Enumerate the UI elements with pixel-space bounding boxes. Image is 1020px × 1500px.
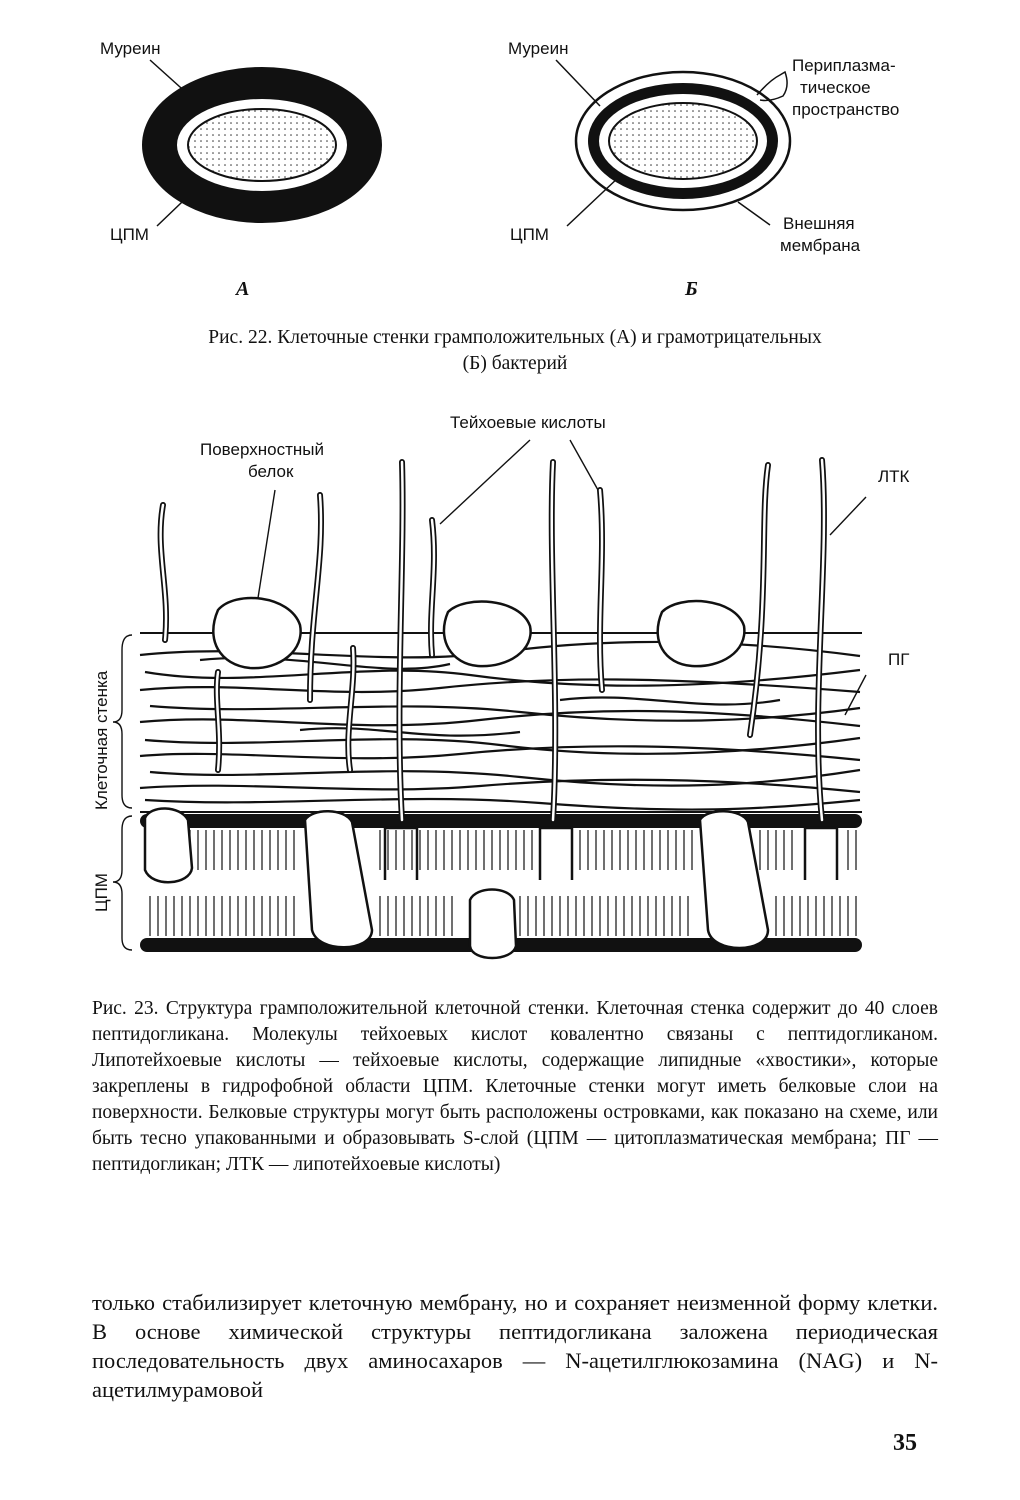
outer-membrane-label-1: Внешняя — [783, 214, 855, 233]
periplasm-label-2: тическое — [800, 78, 871, 97]
fig22-caption-line2: (Б) бактерий — [462, 353, 568, 374]
murein-leader-a — [149, 59, 201, 106]
cpm-label-a: ЦПМ — [110, 225, 149, 244]
fig23-caption: Рис. 23. Структура грамположительной кле… — [92, 998, 938, 1175]
murein-label-b: Муреин — [508, 39, 569, 58]
murein-label-a: Муреин — [100, 39, 161, 58]
page-number: 35 — [893, 1430, 917, 1456]
teichoic-chains-inner — [159, 458, 826, 822]
teichoic-acids-label: Тейхоевые кислоты — [450, 413, 606, 432]
gram-negative-cell — [555, 59, 792, 227]
outer-membrane-leader — [737, 201, 771, 226]
outer-membrane-label-2: мембрана — [780, 236, 861, 255]
cell-wall-label: Клеточная стенка — [92, 670, 111, 810]
membrane-proteins — [143, 807, 770, 960]
periplasm-label-3: пространство — [792, 100, 900, 119]
periplasm-label-1: Периплазма- — [792, 56, 896, 75]
murein-leader-b — [555, 59, 601, 107]
ltk-anchors — [383, 826, 839, 880]
fig22-caption-line1: Рис. 22. Клеточные стенки грамположитель… — [208, 327, 822, 348]
body-paragraph: только стабилизирует клеточную мембрану,… — [92, 1290, 938, 1402]
fig22-caption: Рис. 22. Клеточные стенки грамположитель… — [95, 325, 935, 377]
cell-wall-diagram — [112, 439, 867, 960]
figure-letter-b: Б — [685, 278, 698, 300]
surface-protein-label-2: белок — [248, 462, 294, 481]
cpm-vertical-label: ЦПМ — [92, 873, 111, 912]
fig23-leaders — [112, 439, 867, 951]
surface-proteins — [212, 596, 746, 670]
pg-label: ПГ — [888, 650, 910, 669]
figure-letter-a: А — [236, 278, 250, 300]
cpm-leader-b — [566, 175, 621, 227]
periplasm-brace — [756, 70, 788, 102]
cpm-leader-a — [156, 179, 206, 227]
ltk-label: ЛТК — [878, 467, 910, 486]
cpm-label-b: ЦПМ — [510, 225, 549, 244]
gram-positive-cell — [142, 59, 382, 227]
surface-protein-label-1: Поверхностный — [200, 440, 324, 459]
